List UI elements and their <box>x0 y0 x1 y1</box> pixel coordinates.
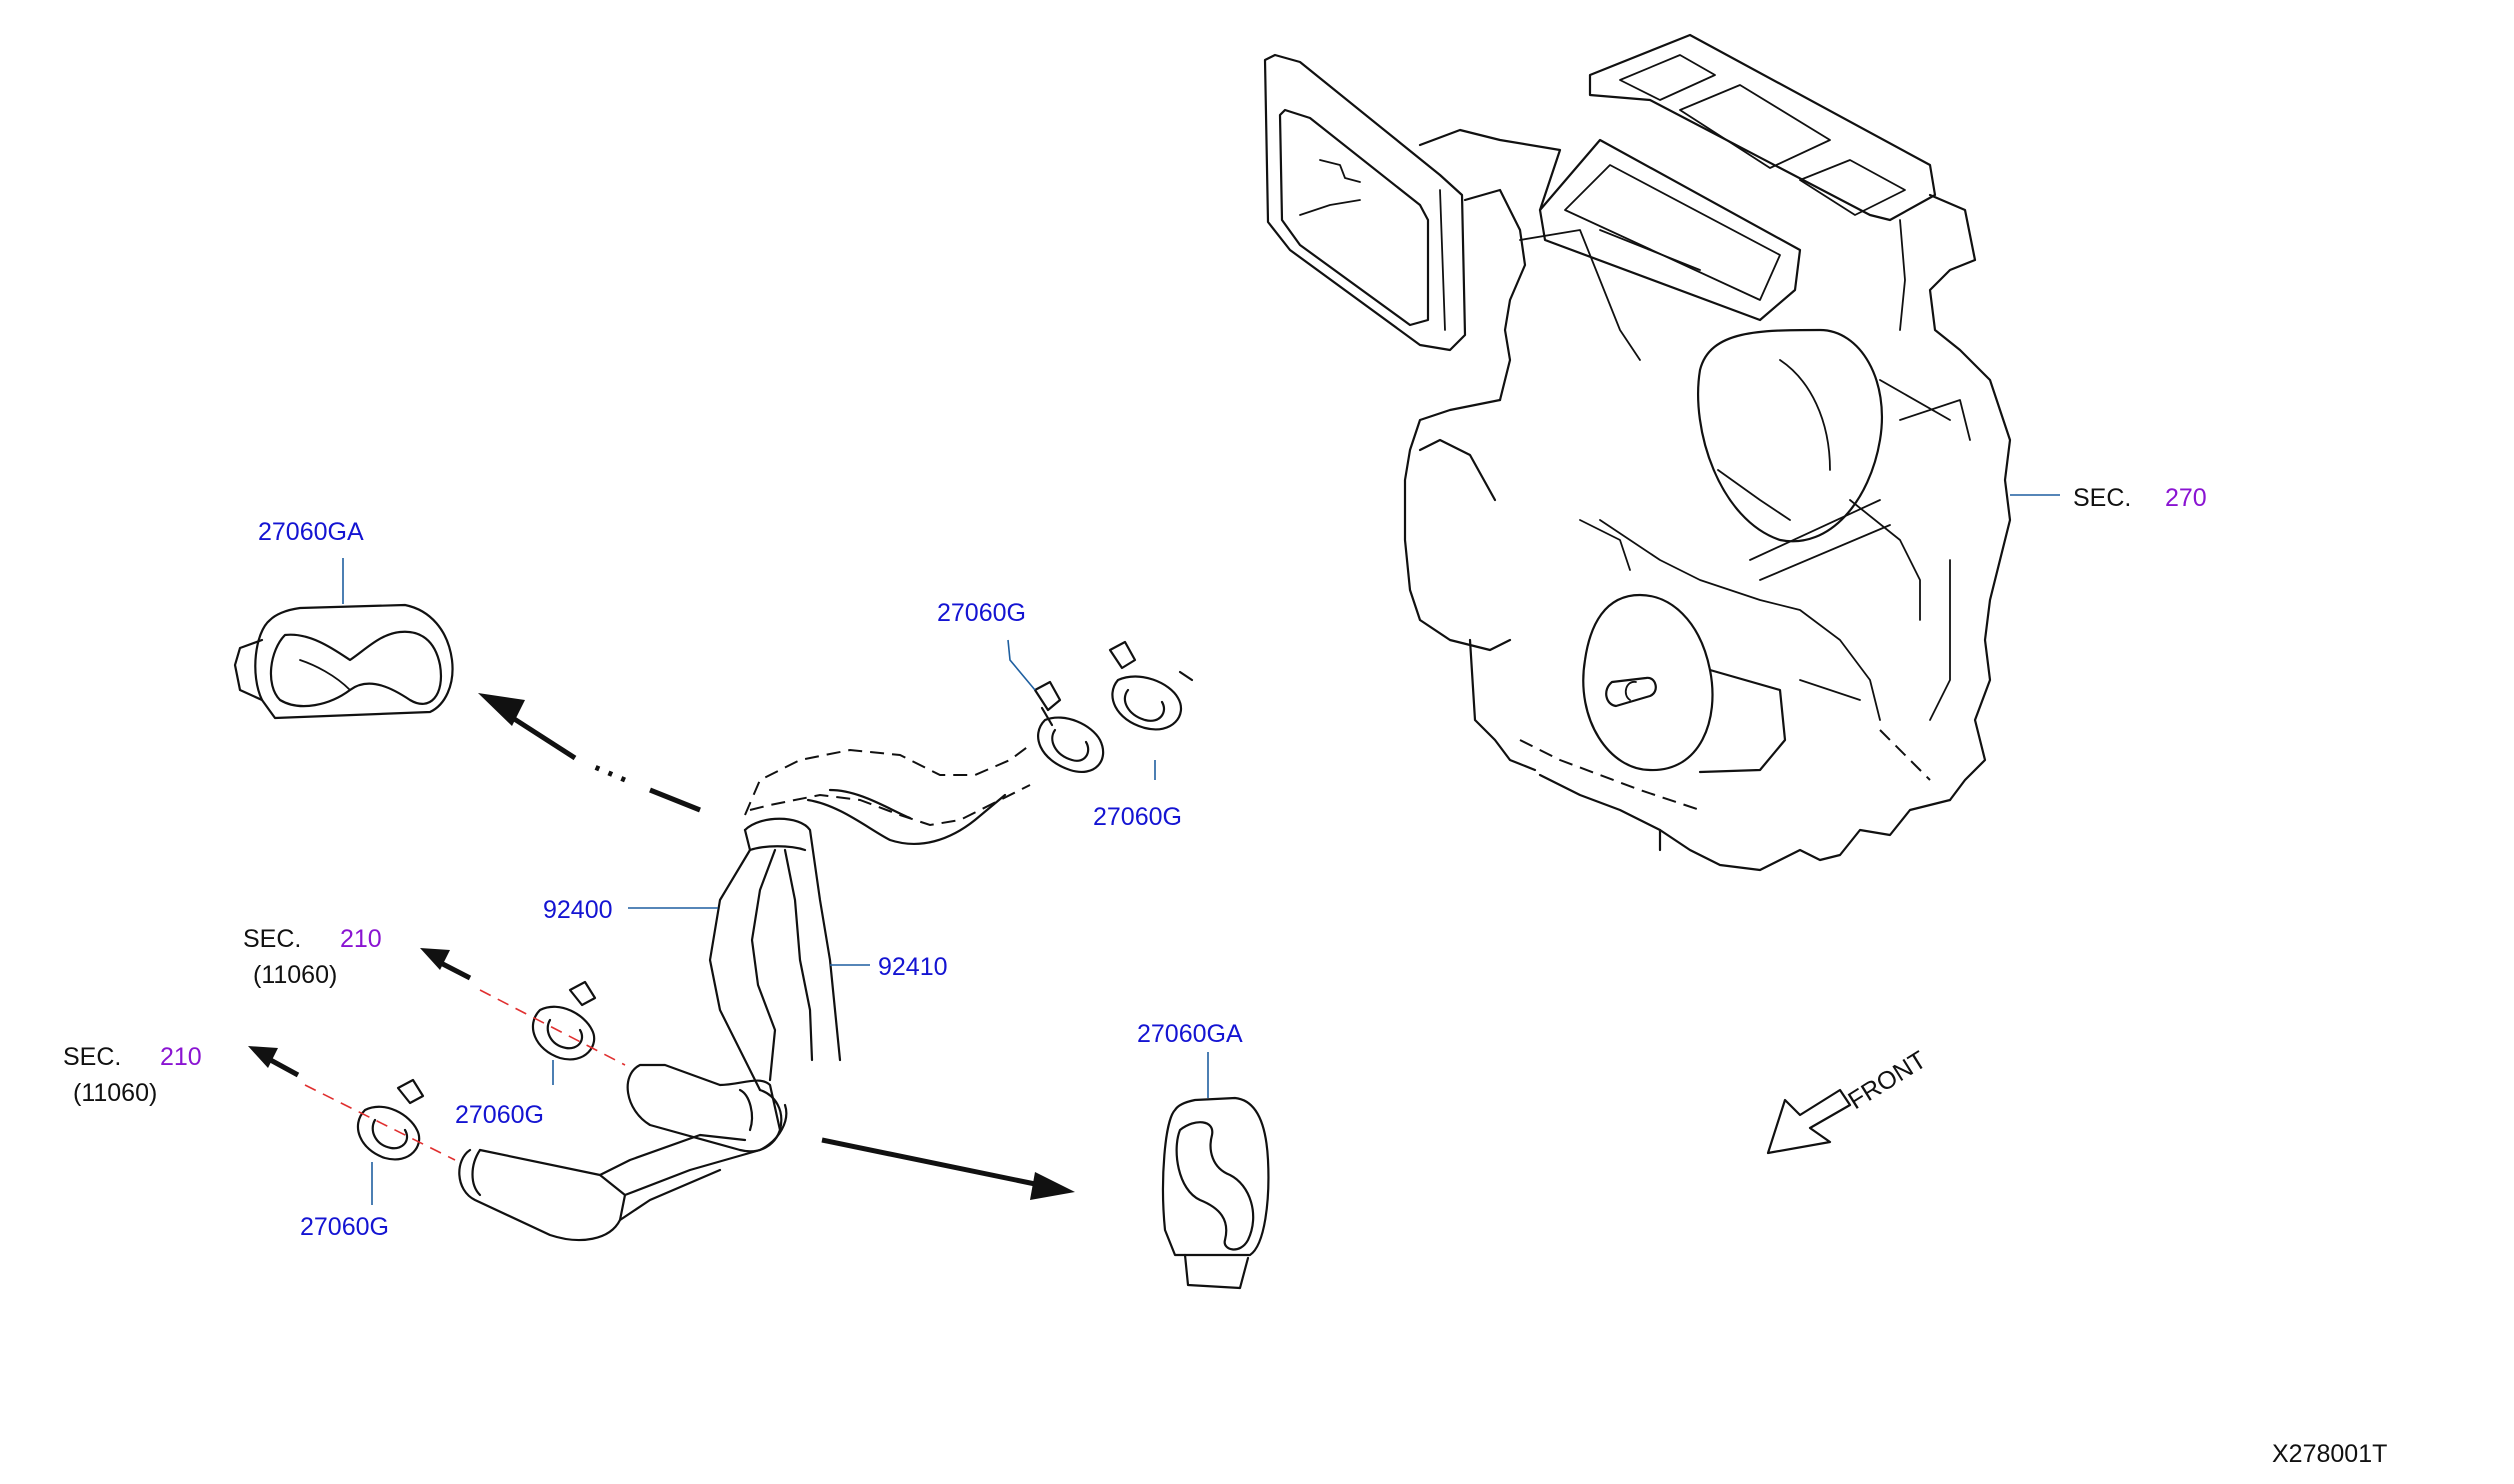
sec-210-upper-number: 210 <box>340 925 382 953</box>
label-27060G-top-right: 27060G <box>1093 803 1182 831</box>
centerline-upper <box>479 989 626 1066</box>
clamp-top-right <box>1108 640 1194 780</box>
front-arrow <box>1766 1088 1852 1155</box>
sec-210-upper-sub: (11060) <box>253 961 337 989</box>
grommet-right-drawing <box>1161 1052 1270 1290</box>
sec-270-number: 270 <box>2165 484 2207 512</box>
front-label: FRONT <box>1843 1046 1931 1115</box>
label-27060GA-right: 27060GA <box>1137 1020 1243 1048</box>
clamp-drawings <box>356 639 1194 1205</box>
label-27060G-bottom: 27060G <box>300 1213 389 1241</box>
label-92400: 92400 <box>543 896 613 924</box>
sec-210-upper-prefix: SEC. <box>243 925 301 953</box>
label-27060GA-top: 27060GA <box>258 518 364 546</box>
sec-210-lower-number: 210 <box>160 1043 202 1071</box>
centerline-lower <box>304 1084 456 1161</box>
arrow-to-grommet-top <box>478 693 701 813</box>
sec-210-lower-prefix: SEC. <box>63 1043 121 1071</box>
heater-unit-drawing <box>1263 33 2060 872</box>
arrow-to-grommet-right <box>821 1137 1075 1200</box>
label-27060G-top-left: 27060G <box>937 599 1026 627</box>
grommet-top-drawing <box>233 558 454 720</box>
heater-hose-drawing <box>458 744 1031 1242</box>
clamp-mid <box>531 980 597 1085</box>
clamp-top-left <box>1007 639 1105 773</box>
clamp-bottom <box>356 1078 425 1205</box>
label-92410: 92410 <box>878 953 948 981</box>
arrow-to-sec-210-upper <box>420 948 472 981</box>
arrow-to-sec-210-lower <box>248 1046 300 1078</box>
sec-270-prefix: SEC. <box>2073 484 2131 512</box>
figure-code: X278001T <box>2272 1440 2387 1468</box>
sec-210-lower-sub: (11060) <box>73 1079 157 1107</box>
label-27060G-mid: 27060G <box>455 1101 544 1129</box>
